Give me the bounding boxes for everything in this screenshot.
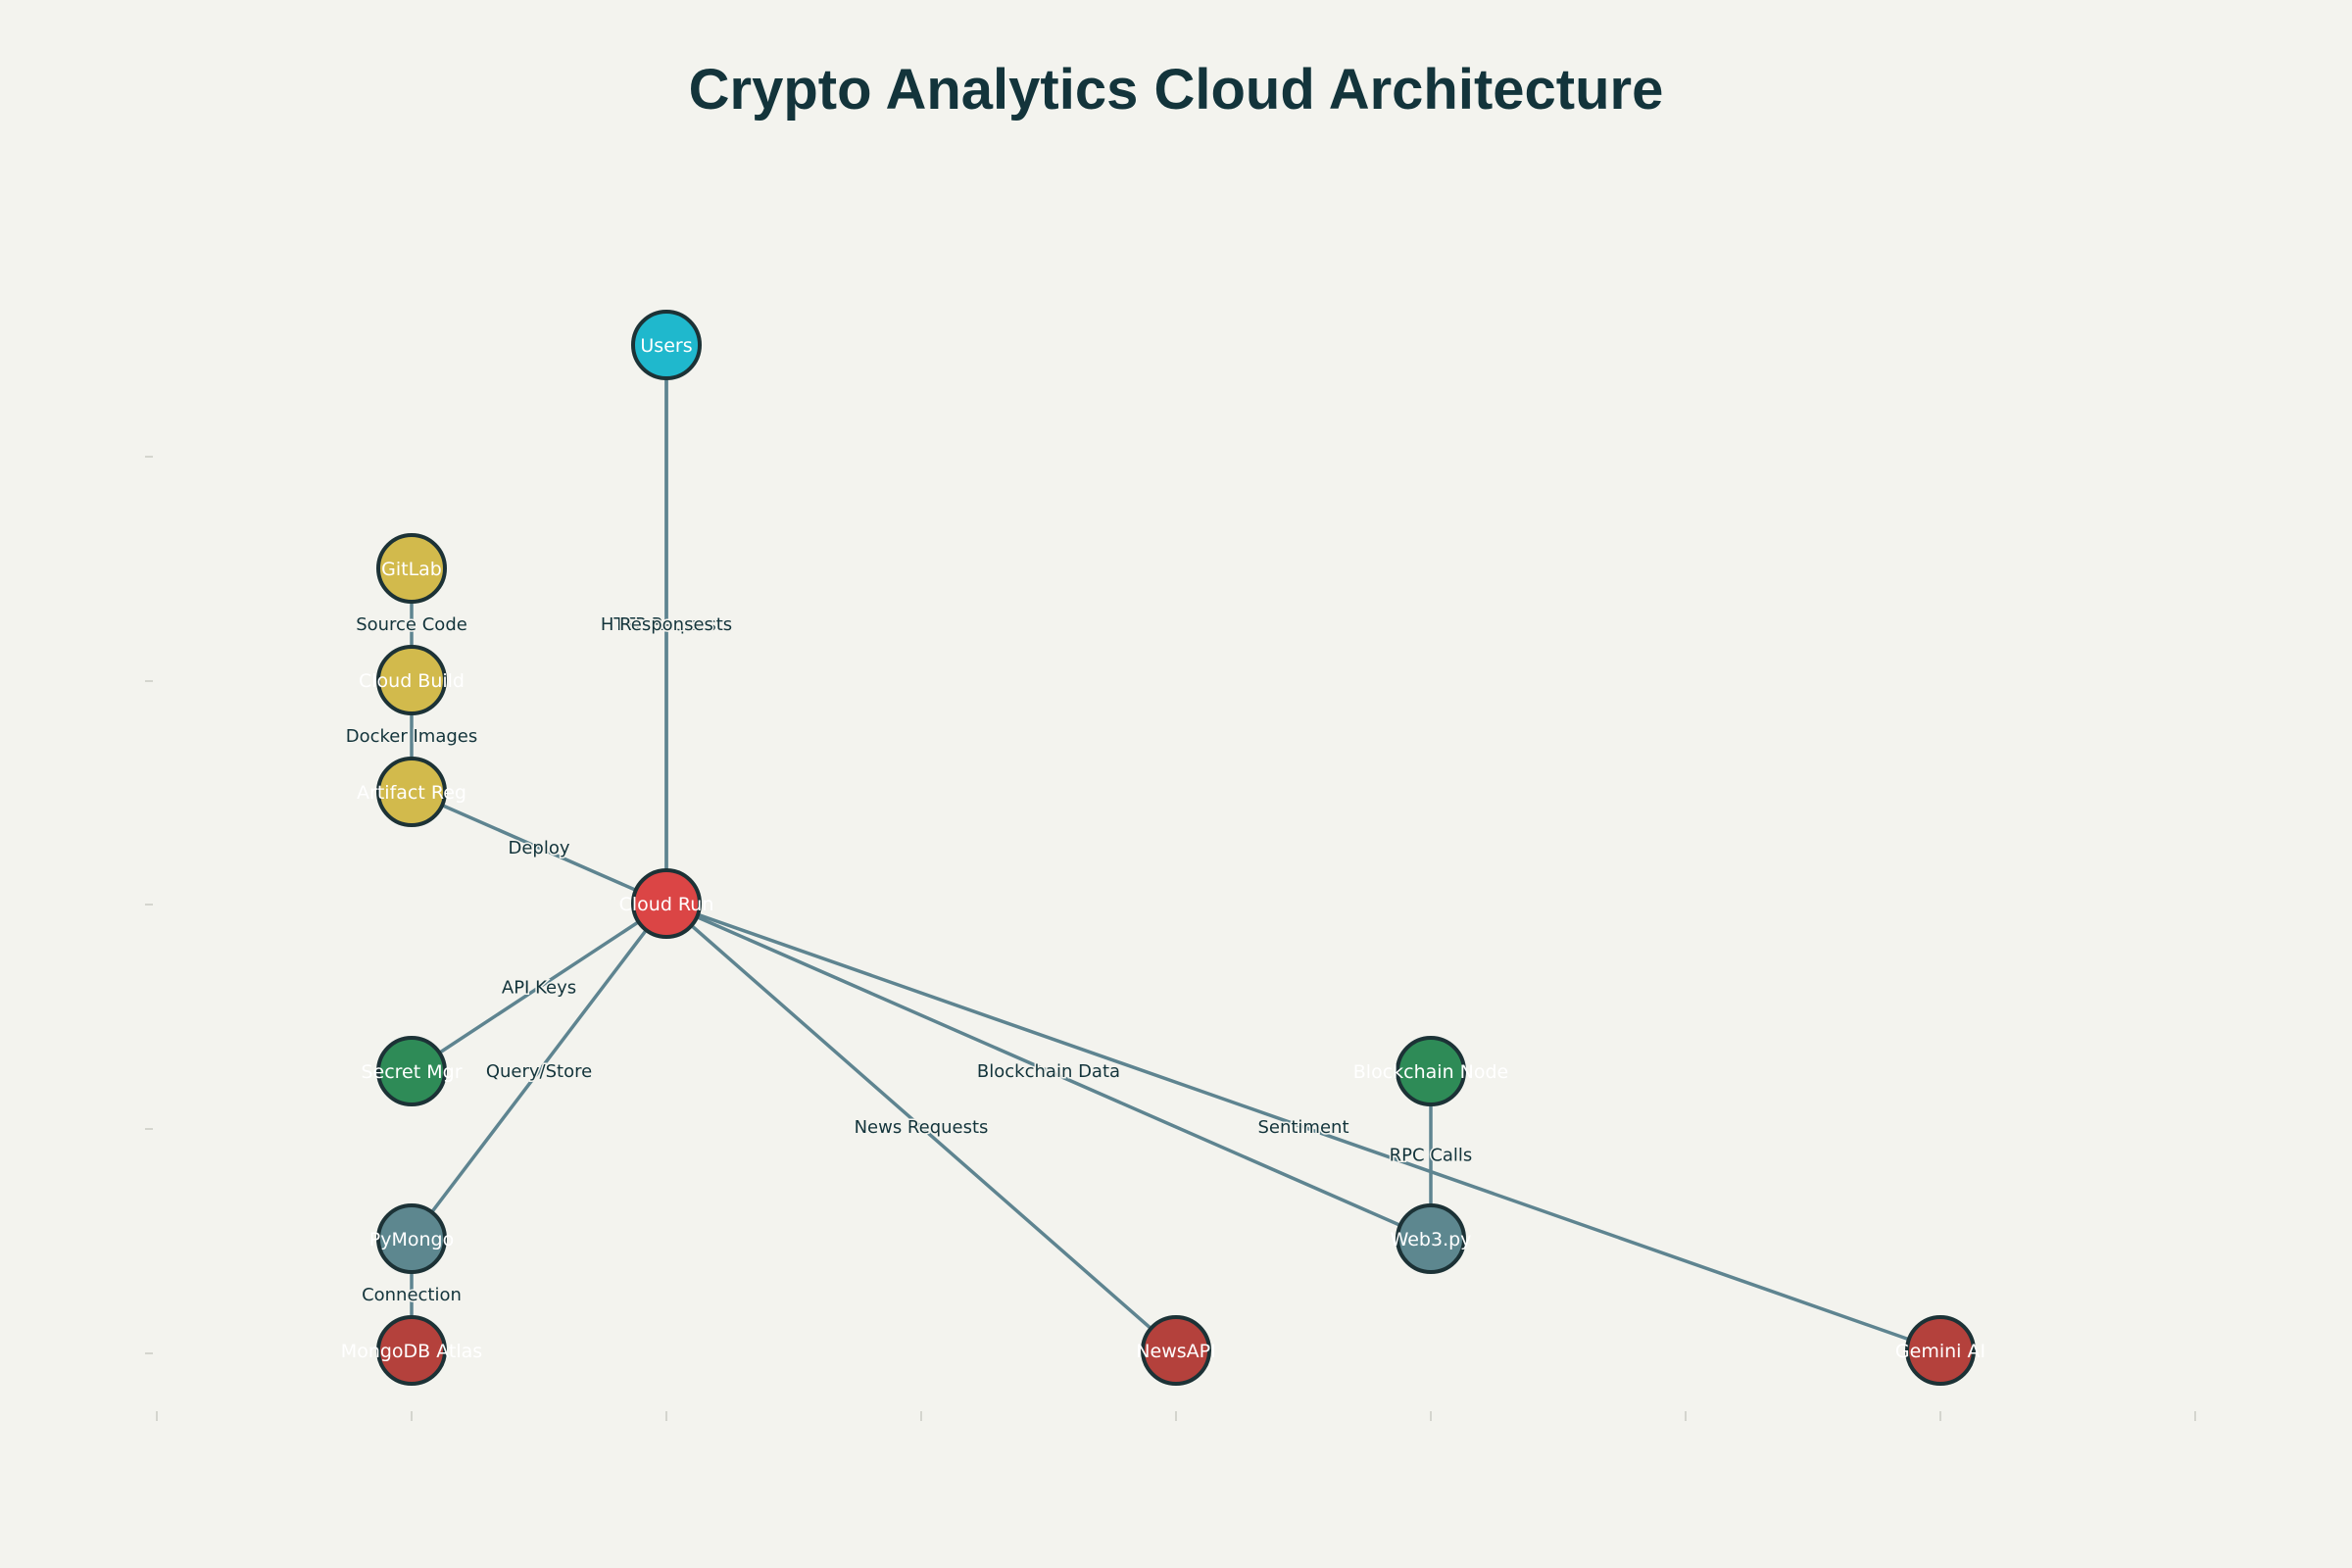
edge-label: Sentiment	[1257, 1117, 1348, 1138]
node-mongodb-atlas[interactable]: MongoDB Atlas	[341, 1315, 482, 1386]
edge-label: News Requests	[855, 1117, 989, 1138]
edge-label: HTTP Requests	[601, 614, 732, 635]
node-blockchain-node[interactable]: Blockchain Node	[1353, 1036, 1508, 1106]
node-label: Cloud Run	[619, 894, 714, 915]
node-label: NewsAPI	[1136, 1341, 1215, 1362]
edge-cloud-run-gemini-ai	[665, 902, 1941, 1352]
node-label: Users	[640, 335, 692, 357]
edge-layer	[410, 345, 1941, 1352]
node-pymongo[interactable]: PyMongo	[369, 1203, 454, 1274]
node-circle[interactable]	[1396, 1203, 1466, 1274]
node-label: Gemini AI	[1895, 1341, 1985, 1362]
node-label: Cloud Build	[359, 670, 465, 692]
node-circle[interactable]	[1141, 1315, 1211, 1386]
axis-ticks	[145, 456, 2196, 1421]
edge-cloud-run-web3py	[665, 902, 1432, 1241]
node-users[interactable]: Users	[631, 310, 702, 380]
node-circle[interactable]	[1905, 1315, 1976, 1386]
edge-label: RPC Calls	[1390, 1146, 1473, 1166]
edge-cloud-run-secret-mgr	[411, 902, 667, 1073]
node-circle[interactable]	[376, 533, 447, 604]
edge-cloud-run-pymongo	[410, 902, 668, 1241]
node-circle[interactable]	[376, 757, 447, 827]
edge-label: Source Code	[356, 614, 467, 635]
node-circle[interactable]	[376, 1203, 447, 1274]
edge-label: Connection	[362, 1285, 462, 1305]
node-label: MongoDB Atlas	[341, 1341, 482, 1362]
node-web3py[interactable]: Web3.py	[1391, 1203, 1472, 1274]
node-gemini-ai[interactable]: Gemini AI	[1895, 1315, 1985, 1386]
edge-label: Blockchain Data	[977, 1061, 1120, 1082]
node-label: Web3.py	[1391, 1229, 1472, 1250]
node-label: Blockchain Node	[1353, 1061, 1508, 1083]
node-label: Secret Mgr	[361, 1061, 462, 1083]
node-circle[interactable]	[1396, 1036, 1466, 1106]
node-cloud-run[interactable]: Cloud Run	[619, 868, 714, 939]
node-circle[interactable]	[376, 1036, 447, 1106]
edge-label: Docker Images	[346, 726, 478, 747]
node-circle[interactable]	[376, 1315, 447, 1386]
node-gitlab[interactable]: GitLab	[376, 533, 447, 604]
edge-label: API Keys	[502, 978, 576, 999]
edge-label: Deploy	[508, 838, 569, 858]
node-circle[interactable]	[376, 645, 447, 715]
edge-label: Query/Store	[486, 1061, 592, 1082]
node-circle[interactable]	[631, 868, 702, 939]
edge-label: Responses	[619, 614, 713, 635]
node-artifact-reg[interactable]: Artifact Reg	[357, 757, 466, 827]
node-secret-mgr[interactable]: Secret Mgr	[361, 1036, 463, 1106]
node-circle[interactable]	[631, 310, 702, 380]
edge-cloud-run-newsapi	[664, 902, 1178, 1352]
node-cloud-build[interactable]: Cloud Build	[359, 645, 465, 715]
node-label: PyMongo	[369, 1229, 454, 1250]
edge-artifact-reg-cloud-run	[411, 790, 667, 906]
node-label: GitLab	[381, 559, 442, 580]
node-label: Artifact Reg	[357, 782, 466, 804]
page-title: Crypto Analytics Cloud Architecture	[688, 58, 1664, 122]
node-newsapi[interactable]: NewsAPI	[1136, 1315, 1216, 1386]
